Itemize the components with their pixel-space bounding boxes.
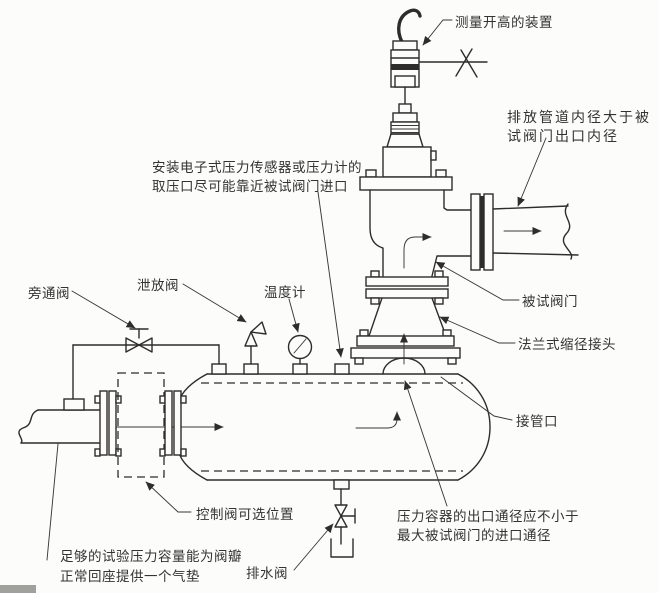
reducer-flange [356,335,455,347]
label-capacity-1: 足够的试验压力容量能为阀瓣 [60,548,242,564]
leader-control-valve [145,481,192,513]
vessel-nozzle-dome [382,357,426,375]
leader-relief-valve [182,283,247,323]
outlet-flange [470,193,481,271]
flow-arrow-to-nozzle [355,411,401,429]
thermometer-dial [287,334,313,360]
label-capacity-2: 正常回座提供一个气垫 [60,569,200,584]
lift-measuring-device [386,8,488,148]
drain-valve-symbol [334,504,348,517]
leader-vessel-outlet [403,380,448,507]
vessel-port-pressure-tap [334,363,350,375]
label-discharge-1: 排放管道内径大于被 [507,109,651,125]
scan-smudge [0,585,36,593]
leader-pressure-tap [317,191,344,358]
label-sensor-1: 安装电子式压力传感器或压力计的 [152,159,362,175]
bypass-tap [63,398,85,411]
valve-outlet-bottom [431,255,472,277]
valve-inlet-flange [365,276,449,287]
text-labels: 测量开高的装置 排放管道内径大于被 试阀门出口内径 安装电子式压力传感器或压力计… [28,14,651,584]
label-outlet-2: 最大被试阀门的进口通径 [397,528,551,543]
leader-lines [46,19,547,571]
label-control-valve: 控制阀可选位置 [196,507,294,522]
pipe-break-mark [18,409,39,444]
test-safety-valve [359,146,472,305]
supply-piping [18,372,187,478]
label-drain-valve: 排水阀 [246,566,288,581]
label-measure-device: 测量开高的装置 [455,14,553,30]
vessel-port-thermometer [292,363,308,375]
leader-drain-valve [293,523,334,571]
bypass-line [72,328,220,400]
thermometer-needle [293,338,307,354]
label-nozzle: 接管口 [516,413,558,429]
label-relief-valve: 泄放阀 [137,278,179,293]
control-valve-optional-box [117,372,165,478]
vessel-port-bypass [211,363,227,375]
leader-nozzle [440,376,513,421]
bypass-valve-symbol [125,337,140,353]
label-flanged-reducer: 法兰式缩径接头 [518,336,616,352]
valve-bonnet [382,146,432,178]
valve-body-left [369,189,384,277]
leader-reducer [439,316,516,344]
flange [164,390,173,456]
leader-thermometer [288,298,300,333]
leader-bypass-valve [71,290,136,329]
discharge-pipe [470,193,579,271]
flange [99,390,108,456]
flow-arrow-through-valve [403,233,432,269]
label-discharge-2: 试阀门出口内径 [507,128,619,144]
sensor-cable [397,8,422,44]
label-test-valve: 被试阀门 [522,294,578,309]
valve-outlet-top [443,189,472,211]
leader-measure-device [422,19,453,46]
drain-cup [330,538,354,558]
thermometer-gauge [287,334,313,365]
bonnet-flange [359,176,453,191]
leader-discharge [517,137,547,207]
leader-test-valve [435,261,520,301]
relief-valve [244,321,267,365]
break-mark [455,48,473,77]
relief-valve-symbol [244,331,258,347]
vessel-port-relief [243,363,259,375]
drain-assembly [330,488,356,558]
break-mark [460,49,478,78]
label-bypass-valve: 旁通阀 [28,285,70,301]
label-sensor-2: 取压口尽可能靠近被试阀门进口 [152,179,348,194]
label-thermometer: 温度计 [264,285,306,300]
vessel-right-head [457,373,491,481]
flanged-reducer [350,297,461,365]
label-outlet-1: 压力容器的出口通径应不小于 [397,508,579,524]
vessel-port-drain [333,479,350,490]
pipe-break-mark [562,203,573,260]
leader-capacity [46,443,59,561]
